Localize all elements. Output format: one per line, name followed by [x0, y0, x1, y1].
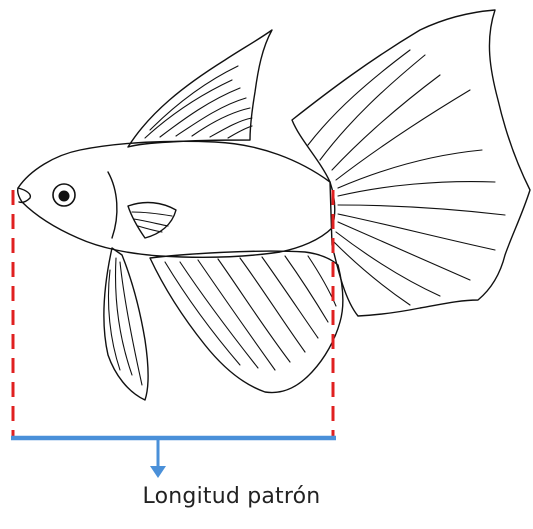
measurement-caption: Longitud patrón [0, 484, 533, 509]
anal-fin [150, 251, 343, 392]
standard-length-marker [11, 190, 336, 478]
fish-eye [53, 184, 75, 206]
arrow-down-icon [150, 438, 166, 478]
pelvic-fin [104, 248, 148, 400]
fish-illustration [18, 10, 530, 400]
caption-text: Longitud patrón [143, 484, 321, 509]
caudal-fin [292, 10, 530, 316]
dorsal-fin [128, 30, 272, 147]
